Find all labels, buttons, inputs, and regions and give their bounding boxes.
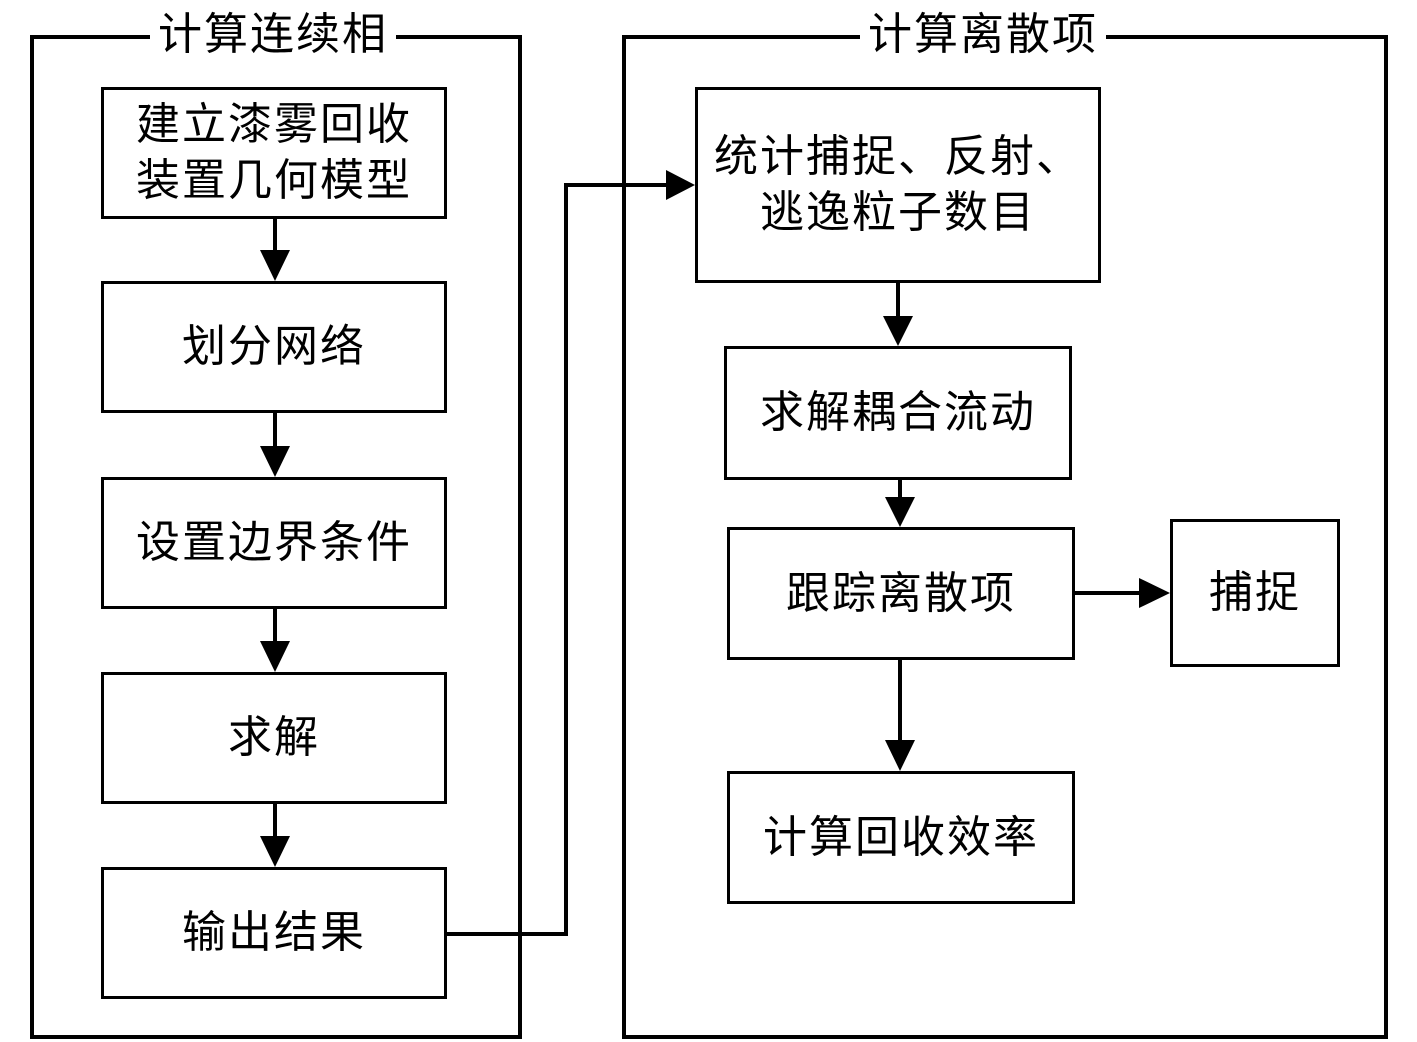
arrowhead [260, 836, 290, 867]
step-line: 统计捕捉、反射、 [714, 131, 1082, 182]
step-line: 划分网络 [182, 321, 366, 372]
step-output-results: 输出结果 [101, 867, 447, 999]
step-solve: 求解 [101, 672, 447, 804]
arrow-output-to-statistics [447, 183, 668, 936]
step-compute-recovery-efficiency: 计算回收效率 [727, 771, 1075, 904]
side-box-capture: 捕捉 [1170, 519, 1340, 667]
step-solve-coupled-flow: 求解耦合流动 [724, 346, 1072, 480]
arrowhead [666, 170, 695, 200]
arrowhead [260, 446, 290, 477]
continuous-phase-title: 计算连续相 [150, 10, 396, 60]
step-line: 设置边界条件 [136, 517, 412, 568]
step-line: 求解耦合流动 [760, 387, 1036, 438]
step-line: 捕捉 [1209, 567, 1301, 618]
step-mesh: 划分网络 [101, 281, 447, 413]
step-line: 逃逸粒子数目 [760, 187, 1036, 238]
step-track-discrete-phase: 跟踪离散项 [727, 527, 1075, 660]
step-line: 装置几何模型 [136, 155, 412, 206]
arrowhead [885, 497, 915, 527]
step-line: 跟踪离散项 [786, 567, 1016, 619]
arrowhead [260, 641, 290, 672]
discrete-phase-title: 计算离散项 [860, 10, 1106, 60]
step-boundary-conditions: 设置边界条件 [101, 477, 447, 609]
step-line: 计算回收效率 [763, 811, 1039, 863]
arrowhead [260, 250, 290, 281]
arrowhead [1139, 578, 1170, 608]
step-count-particles: 统计捕捉、反射、 逃逸粒子数目 [695, 87, 1101, 283]
arrowhead [885, 740, 915, 771]
step-line: 求解 [228, 712, 320, 763]
step-line: 输出结果 [182, 907, 366, 958]
step-build-geometry-model: 建立漆雾回收 装置几何模型 [101, 87, 447, 219]
arrowhead [883, 316, 913, 346]
step-line: 建立漆雾回收 [136, 99, 412, 150]
